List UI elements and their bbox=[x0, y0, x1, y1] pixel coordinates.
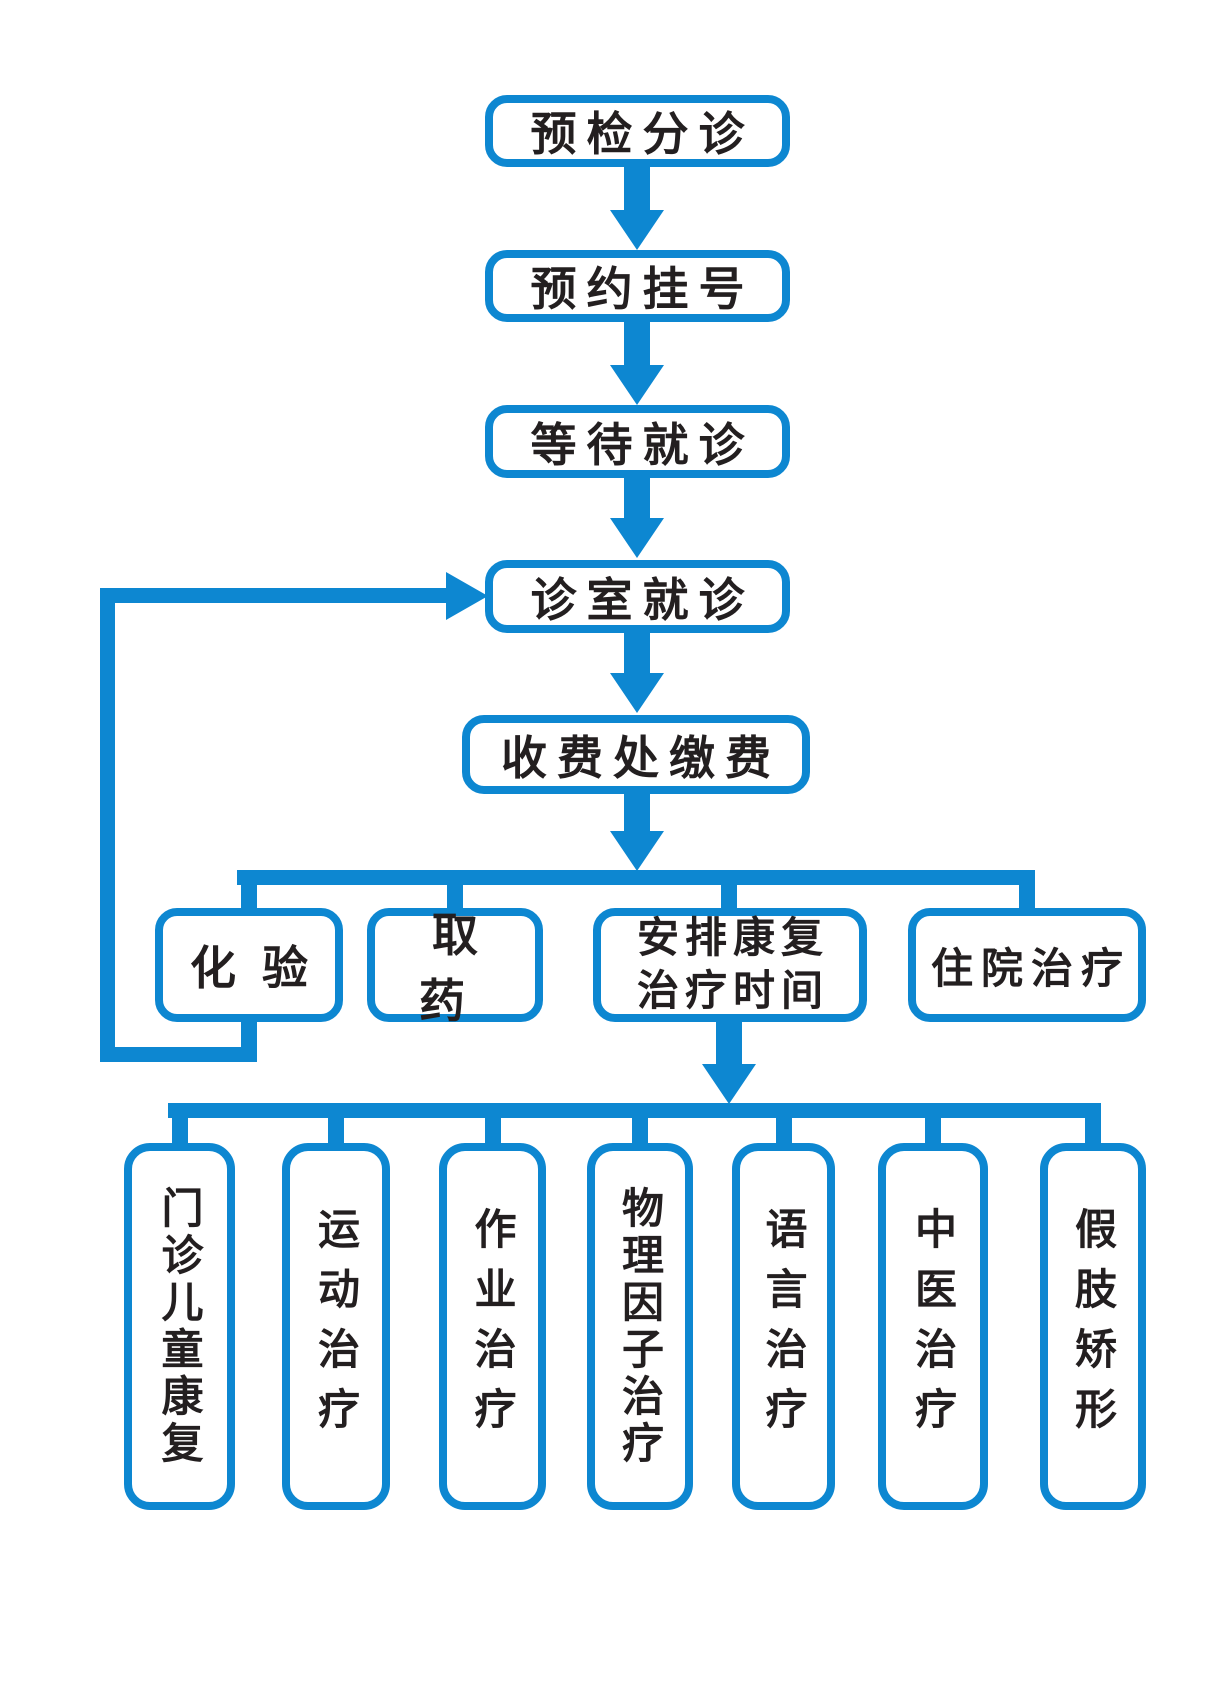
connector-stem-therapy-6 bbox=[925, 1117, 941, 1145]
connector-stem-therapy-1 bbox=[172, 1117, 188, 1145]
connector-stem-therapy-4 bbox=[632, 1117, 648, 1145]
therapy-box-occupational-therapy: 作业治疗 bbox=[439, 1143, 546, 1510]
connector-stem-inpatient bbox=[1019, 884, 1035, 910]
therapy-box-physical-factor-therapy: 物理因子治疗 bbox=[587, 1143, 693, 1510]
flow-step-payment-cashier: 收费处缴费 bbox=[462, 715, 810, 794]
connector-stem-therapy-2 bbox=[328, 1117, 344, 1145]
connector-stem-pharmacy bbox=[447, 884, 463, 910]
connector-rail-branches bbox=[237, 870, 1035, 885]
flow-step-appointment-registration: 预约挂号 bbox=[485, 250, 790, 322]
connector-stem-therapy-3 bbox=[485, 1117, 501, 1145]
flow-step-wait-consultation: 等待就诊 bbox=[485, 405, 790, 478]
therapy-box-tcm-therapy: 中医治疗 bbox=[878, 1143, 988, 1510]
therapy-box-prosthetics-orthotics: 假肢矫形 bbox=[1040, 1143, 1146, 1510]
flow-step-consultation-room: 诊室就诊 bbox=[485, 560, 790, 633]
therapy-box-outpatient-children-rehab: 门诊儿童康复 bbox=[124, 1143, 235, 1510]
branch-box-lab-test: 化验 bbox=[155, 908, 343, 1022]
therapy-box-exercise-therapy: 运动治疗 bbox=[282, 1143, 390, 1510]
branch-box-pharmacy: 取药 bbox=[367, 908, 543, 1028]
branch-box-arrange-rehab-schedule: 安排康复 治疗时间 bbox=[593, 908, 867, 1022]
connector-stem-therapy-7 bbox=[1085, 1117, 1101, 1145]
therapy-box-speech-therapy: 语言治疗 bbox=[732, 1143, 835, 1510]
feedback-arrowhead bbox=[446, 572, 488, 620]
flow-step-precheck-triage: 预检分诊 bbox=[485, 95, 790, 167]
connector-rail-therapies bbox=[168, 1103, 1101, 1118]
connector-stem-lab bbox=[241, 884, 257, 910]
branch-box-inpatient-treatment: 住院治疗 bbox=[908, 908, 1146, 1022]
arrange-label-line1: 安排康复 bbox=[636, 913, 829, 963]
connector-stem-arrange bbox=[721, 884, 737, 910]
connector-stem-therapy-5 bbox=[776, 1117, 792, 1145]
arrange-label-line2: 治疗时间 bbox=[636, 966, 829, 1015]
